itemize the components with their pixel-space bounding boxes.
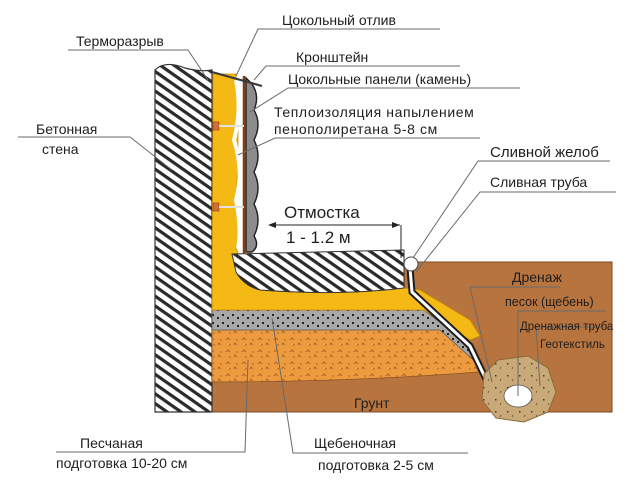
label-plinth-panels: Цокольные панели (камень) [288, 71, 471, 87]
plinth-flashing [211, 70, 263, 88]
blind-area-label: Отмостка [284, 203, 360, 222]
dimension-arrow-left [268, 222, 276, 228]
label-gravel-1: Щебеночная [314, 435, 396, 451]
label-drainage-fill: песок (щебень) [505, 295, 594, 309]
gutter [403, 256, 419, 272]
concrete-wall [154, 63, 213, 413]
leader-plinth-flashing [235, 28, 440, 77]
insulation-edge [231, 79, 242, 249]
label-drainage: Дренаж [512, 269, 563, 285]
blind-area-width: 1 - 1.2 м [286, 228, 351, 247]
plinth-panel [245, 76, 259, 253]
bracket-lower [212, 202, 244, 212]
label-geotextile: Геотекстиль [540, 339, 605, 351]
leader-drain-pipe [415, 191, 616, 273]
label-soil: Грунт [354, 395, 390, 411]
label-drain-pipe: Сливная труба [490, 174, 587, 190]
leader-gutter [412, 160, 610, 259]
leader-drainage-pipe [517, 310, 606, 396]
leader-concrete-wall [18, 136, 173, 171]
label-sand-1: Песчаная [80, 435, 143, 451]
label-insulation-2: пенополиретана 5-8 см [274, 121, 438, 137]
sand-layer [211, 324, 479, 383]
label-drainage-pipe: Дренажная труба [520, 321, 614, 333]
label-plinth-flashing: Цокольный отлив [282, 12, 396, 28]
leader-gravel [271, 317, 468, 454]
leader-geotextile [535, 326, 604, 387]
label-sand-2: подготовка 10-20 см [56, 455, 187, 471]
label-concrete-wall-2: стена [42, 141, 79, 157]
leader-sand [56, 359, 249, 453]
leader-thermal-break [68, 49, 209, 81]
label-gravel-2: подготовка 2-5 см [318, 457, 434, 473]
blind-area-slab [231, 249, 405, 294]
dimension-arrow-right [392, 222, 400, 228]
bracket-upper [212, 121, 244, 131]
label-bracket: Кронштейн [296, 49, 368, 65]
leader-plinth-panels [249, 87, 520, 113]
leader-insulation [237, 137, 480, 156]
label-concrete-wall-1: Бетонная [36, 121, 97, 137]
label-gutter: Сливной желоб [490, 144, 599, 161]
leader-bracket [253, 65, 460, 81]
label-insulation-1: Теплоизоляция напылением [274, 104, 474, 120]
label-thermal-break: Терморазрыв [76, 33, 164, 49]
leader-drainage-fill [469, 286, 560, 383]
